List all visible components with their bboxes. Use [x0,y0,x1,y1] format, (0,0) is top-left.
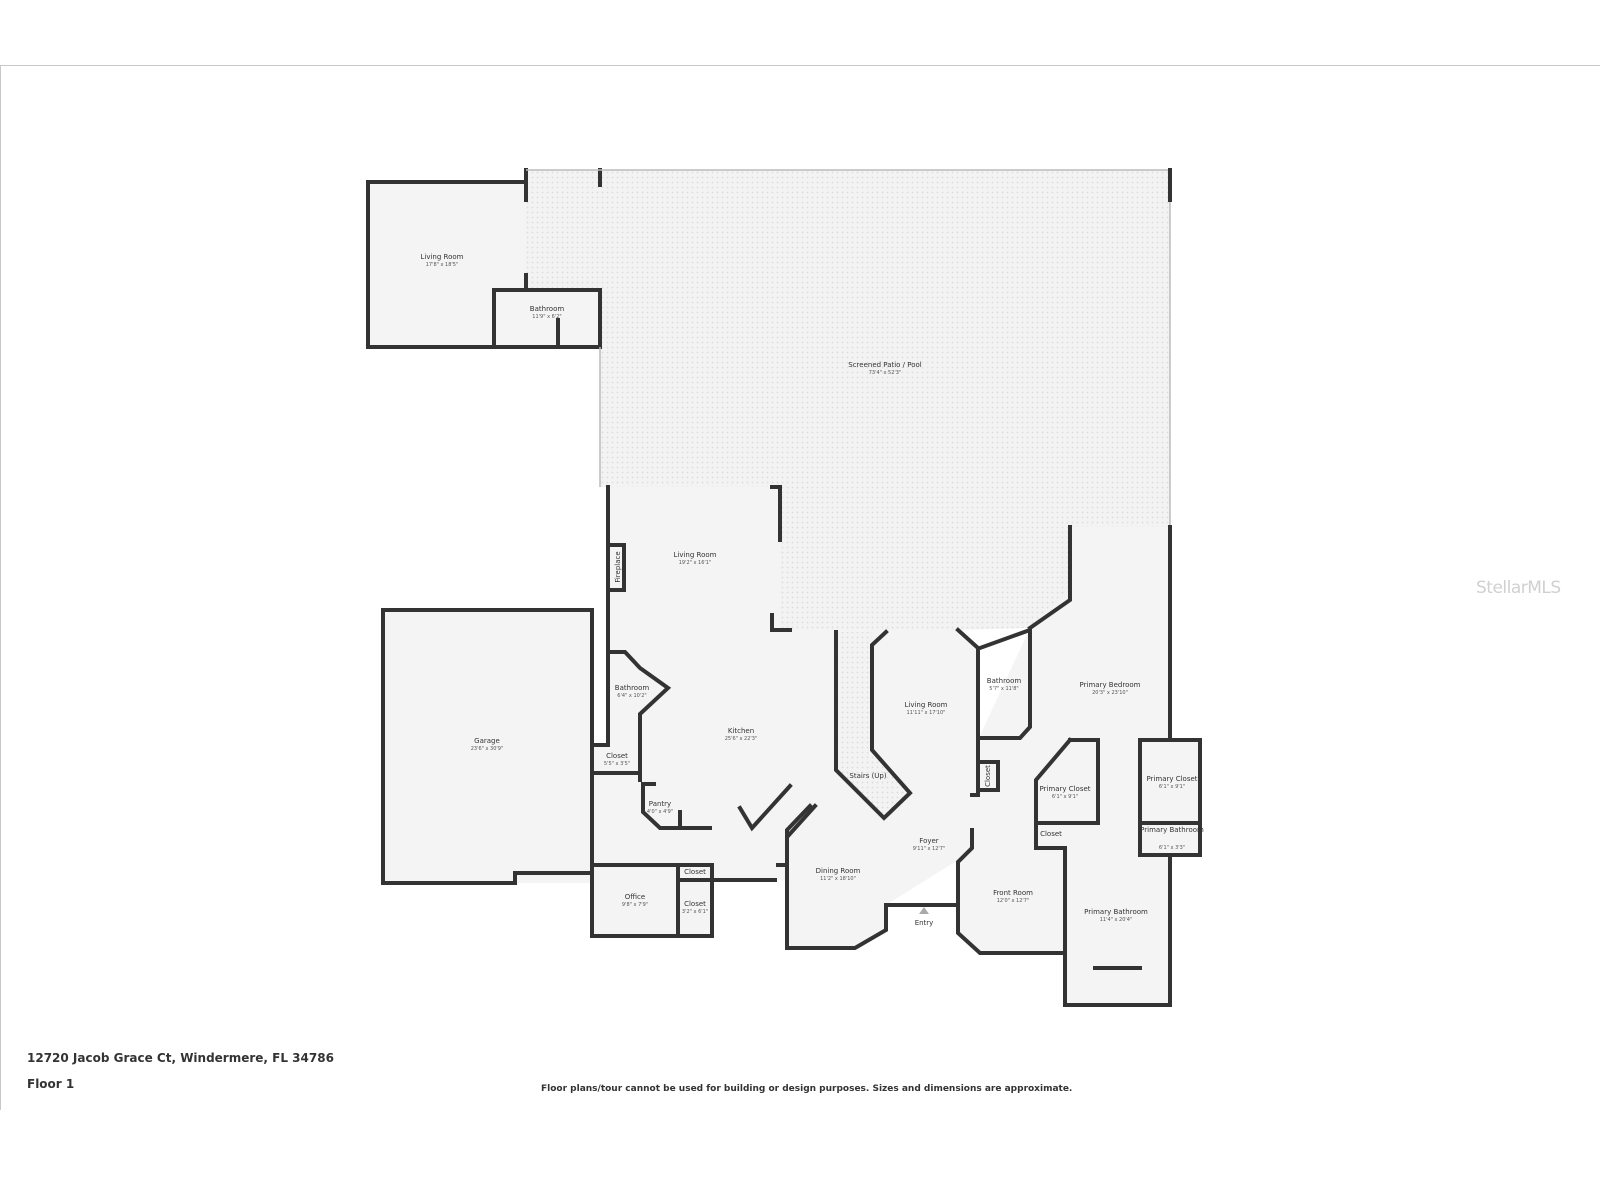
room-name: Primary Bedroom [1080,681,1141,689]
room-name: Primary Bathroom [1084,908,1148,916]
garage-area [383,610,592,883]
room-dims: 4'0" x 4'9" [647,809,673,815]
room-dims: 19'2" x 16'1" [679,560,712,566]
room-name: Foyer [919,837,939,845]
entry-arrow-icon [919,907,929,914]
stairs-area [836,632,910,818]
disclaimer: Floor plans/tour cannot be used for buil… [541,1084,1073,1094]
room-name: Primary Closet [1146,775,1197,783]
room-name: Pantry [649,800,671,808]
floor-label: Floor 1 [27,1077,75,1091]
room-dims: 11'4" x 20'4" [1100,917,1133,923]
watermark: StellarMLS [1476,578,1561,598]
room-dims: 11'11" x 17'10" [907,710,946,716]
room-name: Kitchen [728,727,754,735]
room-dims: 25'6" x 22'3" [725,736,758,742]
room-dims: 17'8" x 18'5" [426,262,459,268]
room-name: Screened Patio / Pool [848,361,922,369]
room-dims: 73'4" x 52'3" [869,370,902,376]
room-name: Living Room [421,253,464,261]
room-name: Closet [606,752,628,760]
walls [366,168,1202,1007]
header-divider [0,65,1600,66]
room-name: Bathroom [615,684,650,692]
room-name: Closet [1040,830,1062,838]
room-name: Bathroom [530,305,565,313]
stairs-label: Stairs (Up) [849,772,886,780]
room-dims: 6'1" x 9'1" [1159,784,1185,790]
room-dims: 5'7" x 11'8" [989,686,1018,692]
room-dims: 11'2" x 18'10" [820,876,856,882]
room-dims: 6'1" x 3'3" [1159,845,1185,851]
upper-bathroom-area [494,290,600,347]
room-dims: 6'4" x 10'2" [617,693,646,699]
room-dims: 11'9" x 6'2" [532,314,561,320]
room-name: Primary Closet [1039,785,1090,793]
room-name: Closet [684,868,706,876]
room-name: Front Room [993,889,1033,897]
room-name: Primary Bathroom [1140,826,1204,834]
room-dims: 9'8" x 7'9" [622,902,648,908]
room-dims: 20'3" x 23'10" [1092,690,1128,696]
room-dims: 23'6" x 30'9" [471,746,504,752]
room-dims: 9'11" x 12'7" [913,846,946,852]
room-name: Closet [684,900,706,908]
room-dims: 5'5" x 3'5" [604,761,630,767]
room-name: Living Room [674,551,717,559]
patio-area [526,170,1170,630]
fireplace-label: Fireplace [614,551,622,582]
room-name: Garage [474,737,500,745]
room-name: Dining Room [816,867,861,875]
room-dims: 12'0" x 12'7" [997,898,1030,904]
room-labels: Living Room 17'8" x 18'5" Bathroom 11'9"… [421,253,1205,927]
room-name: Office [625,893,645,901]
room-dims: 6'1" x 9'1" [1052,794,1078,800]
frame-border [0,65,1,1110]
entry-label: Entry [915,919,934,927]
property-address: 12720 Jacob Grace Ct, Windermere, FL 347… [27,1051,334,1065]
room-name: Bathroom [987,677,1022,685]
room-dims: 3'2" x 6'1" [682,909,708,915]
room-name: Closet [984,765,992,787]
room-name: Living Room [905,701,948,709]
